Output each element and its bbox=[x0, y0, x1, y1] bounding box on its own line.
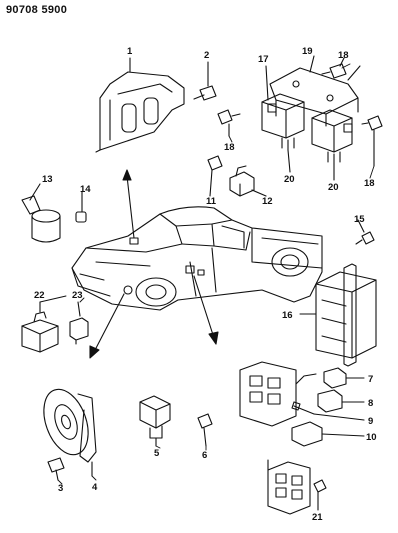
bolt-part-11 bbox=[207, 155, 223, 197]
callout-1: 1 bbox=[127, 46, 133, 57]
bracket-part-21 bbox=[267, 459, 327, 515]
bolt-part-2 bbox=[193, 61, 217, 101]
diagram-code: 90708 5900 bbox=[6, 4, 68, 16]
callout-9: 9 bbox=[368, 416, 373, 427]
callout-8: 8 bbox=[368, 398, 373, 409]
connector-part-7 bbox=[323, 367, 365, 389]
callout-10: 10 bbox=[366, 432, 377, 443]
leader-lines bbox=[39, 63, 375, 485]
callout-12: 12 bbox=[262, 196, 273, 207]
callout-labels: 1 2 3 4 5 6 7 8 9 10 11 12 13 14 15 16 1… bbox=[34, 46, 377, 523]
screw-part-9 bbox=[291, 401, 365, 421]
control-unit-part-16 bbox=[299, 263, 377, 367]
callout-16: 16 bbox=[282, 310, 293, 321]
bolt-part-18c bbox=[361, 115, 383, 167]
callout-14: 14 bbox=[80, 184, 91, 195]
callout-6: 6 bbox=[202, 450, 207, 461]
relay-part-22 bbox=[21, 301, 59, 353]
callout-7: 7 bbox=[368, 374, 373, 385]
callout-3: 3 bbox=[58, 483, 63, 494]
bracket-part-1 bbox=[95, 57, 185, 153]
bolt-part-18b bbox=[217, 109, 241, 137]
callout-20a: 20 bbox=[284, 174, 295, 185]
bolt-part-18a bbox=[321, 57, 347, 79]
screw-part-6 bbox=[197, 413, 213, 447]
bolt-part-3 bbox=[47, 457, 65, 481]
callout-5: 5 bbox=[154, 448, 160, 459]
callout-15: 15 bbox=[354, 214, 365, 225]
callout-19: 19 bbox=[302, 46, 313, 57]
callout-17: 17 bbox=[258, 54, 269, 65]
callout-4: 4 bbox=[92, 482, 98, 493]
horn-icon bbox=[43, 388, 97, 477]
connector-part-23 bbox=[69, 301, 89, 345]
connector-part-8 bbox=[317, 389, 365, 413]
callout-20b: 20 bbox=[328, 182, 339, 193]
relay-part-12 bbox=[229, 165, 267, 197]
callout-13: 13 bbox=[42, 174, 53, 185]
callout-2: 2 bbox=[204, 50, 209, 61]
connector-part-10 bbox=[291, 421, 365, 447]
callout-18c: 18 bbox=[364, 178, 375, 189]
relay-assembly-17-19-20 bbox=[261, 55, 361, 181]
callout-18a: 18 bbox=[338, 50, 349, 61]
callout-21: 21 bbox=[312, 512, 323, 523]
flasher-part-13 bbox=[21, 183, 61, 243]
callout-18b: 18 bbox=[224, 142, 235, 153]
callout-23: 23 bbox=[72, 290, 83, 301]
arrow-icon bbox=[89, 169, 219, 359]
callout-22: 22 bbox=[34, 290, 45, 301]
screw-part-15 bbox=[355, 219, 375, 245]
nut-part-14 bbox=[75, 191, 87, 223]
callout-11: 11 bbox=[206, 196, 217, 207]
pickup-truck-icon bbox=[71, 206, 323, 311]
bracket-connector-7-10 bbox=[239, 361, 317, 427]
sensor-part-5 bbox=[139, 395, 171, 447]
